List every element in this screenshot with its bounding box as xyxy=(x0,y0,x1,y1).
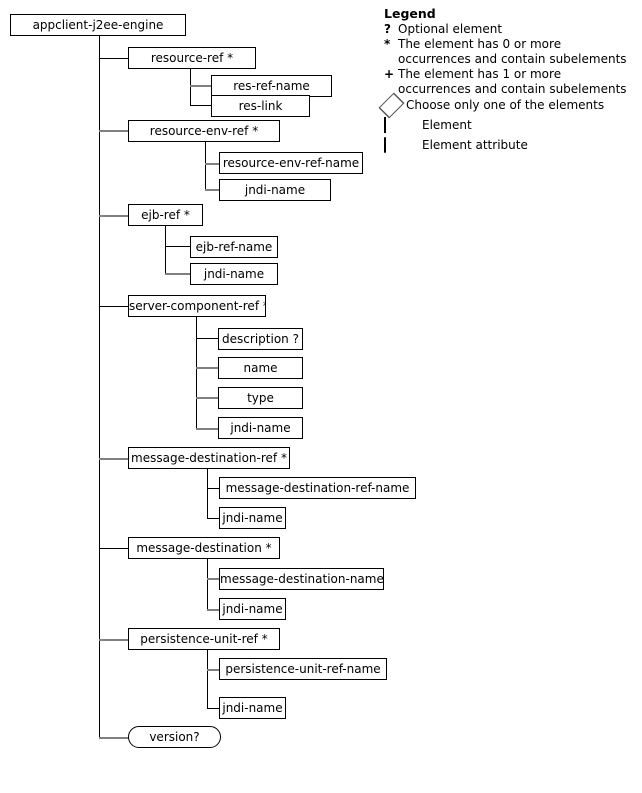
choice-diamond-icon xyxy=(378,92,406,119)
legend-entry-zero-or-more: * The element has 0 or more occurrences … xyxy=(384,37,634,67)
node-persistence-unit-ref[interactable]: persistence-unit-ref * xyxy=(128,628,280,650)
node-resource-env-ref-name[interactable]: resource-env-ref-name xyxy=(219,152,363,174)
trunk-resource-ref xyxy=(190,69,191,106)
node-resource-ref[interactable]: resource-ref * xyxy=(128,47,256,69)
connector-resource-env-ref-name xyxy=(205,163,220,165)
element-box-icon xyxy=(384,117,420,133)
node-message-destination-name[interactable]: message-destination-name xyxy=(219,568,384,590)
element-attribute-box-icon xyxy=(384,137,420,153)
node-persistence-unit-ref-name[interactable]: persistence-unit-ref-name xyxy=(219,658,387,680)
connector-server-component-ref-jndi-name xyxy=(196,428,219,430)
legend-text-zero-or-more: The element has 0 or more occurrences an… xyxy=(398,37,627,66)
connector-persistence-unit-ref-name xyxy=(207,669,221,671)
node-server-component-ref-jndi-name[interactable]: jndi-name xyxy=(218,417,303,439)
node-md-jndi-name[interactable]: jndi-name xyxy=(219,598,286,620)
connector-ejb-ref-name xyxy=(165,246,191,247)
node-name[interactable]: name xyxy=(218,357,303,379)
connector-persistence-unit-ref xyxy=(99,639,129,641)
node-message-destination[interactable]: message-destination * xyxy=(128,537,280,559)
connector-resource-env-ref-jndi-name xyxy=(205,189,220,191)
legend-text-choice: Choose only one of the elements xyxy=(406,98,605,112)
node-type[interactable]: type xyxy=(218,387,303,409)
connector-md-jndi-name xyxy=(207,609,221,611)
legend-entry-one-or-more: + The element has 1 or more occurrences … xyxy=(384,67,634,97)
connector-mdr-jndi-name xyxy=(207,518,221,519)
connector-message-destination-ref-name xyxy=(207,488,221,489)
node-message-destination-ref-name[interactable]: message-destination-ref-name xyxy=(219,477,416,499)
connector-res-ref-name xyxy=(190,85,212,87)
connector-resource-ref xyxy=(99,58,129,59)
node-res-ref-name[interactable]: res-ref-name xyxy=(211,75,332,97)
node-pur-jndi-name[interactable]: jndi-name xyxy=(219,697,286,719)
connector-ejb-ref xyxy=(99,215,129,217)
connector-message-destination-ref xyxy=(99,458,129,460)
trunk-persistence-unit-ref xyxy=(207,650,208,709)
node-version[interactable]: version? xyxy=(128,726,221,748)
connector-version xyxy=(99,737,129,739)
node-res-link[interactable]: res-link xyxy=(211,95,310,117)
trunk-ejb-ref xyxy=(165,226,166,273)
connector-message-destination xyxy=(99,548,129,549)
trunk-main xyxy=(99,36,100,738)
trunk-message-destination-ref xyxy=(207,469,208,519)
connector-description xyxy=(196,338,219,339)
legend-text-one-or-more: The element has 1 or more occurrences an… xyxy=(398,67,627,96)
legend-entry-element: Element xyxy=(384,117,634,133)
connector-name xyxy=(196,367,219,369)
connector-res-link xyxy=(190,105,212,106)
node-resource-env-ref-jndi-name[interactable]: jndi-name xyxy=(219,179,331,201)
connector-ejb-ref-jndi-name xyxy=(165,273,191,275)
node-resource-env-ref[interactable]: resource-env-ref * xyxy=(128,120,280,142)
trunk-message-destination xyxy=(207,559,208,609)
legend-symbol-plus: + xyxy=(384,67,395,81)
node-appclient-j2ee-engine[interactable]: appclient-j2ee-engine xyxy=(10,14,186,36)
node-server-component-ref[interactable]: server-component-ref * xyxy=(128,295,266,317)
legend-entry-optional: ? Optional element xyxy=(384,22,634,37)
connector-server-component-ref xyxy=(99,306,129,307)
legend-text-element-attribute: Element attribute xyxy=(422,138,528,152)
node-message-destination-ref[interactable]: message-destination-ref * xyxy=(128,447,290,469)
node-ejb-ref[interactable]: ejb-ref * xyxy=(128,204,203,226)
node-mdr-jndi-name[interactable]: jndi-name xyxy=(219,507,286,529)
legend: Legend ? Optional element * The element … xyxy=(378,6,634,153)
legend-entry-element-attribute: Element attribute xyxy=(384,137,634,153)
legend-text-optional: Optional element xyxy=(398,22,503,36)
legend-symbol-question: ? xyxy=(384,22,391,36)
node-description[interactable]: description ? xyxy=(218,328,303,350)
legend-entry-choice: Choose only one of the elements xyxy=(378,92,634,119)
node-ejb-ref-name[interactable]: ejb-ref-name xyxy=(190,236,278,258)
connector-pur-jndi-name xyxy=(207,708,221,709)
legend-symbol-asterisk: * xyxy=(384,37,391,51)
connector-type xyxy=(196,397,219,399)
connector-resource-env-ref xyxy=(99,130,129,132)
node-ejb-ref-jndi-name[interactable]: jndi-name xyxy=(190,263,278,285)
trunk-server-component-ref xyxy=(196,317,197,428)
connector-message-destination-name xyxy=(207,578,221,580)
legend-title: Legend xyxy=(384,6,436,21)
legend-text-element: Element xyxy=(422,118,472,132)
trunk-resource-env-ref xyxy=(205,142,206,189)
